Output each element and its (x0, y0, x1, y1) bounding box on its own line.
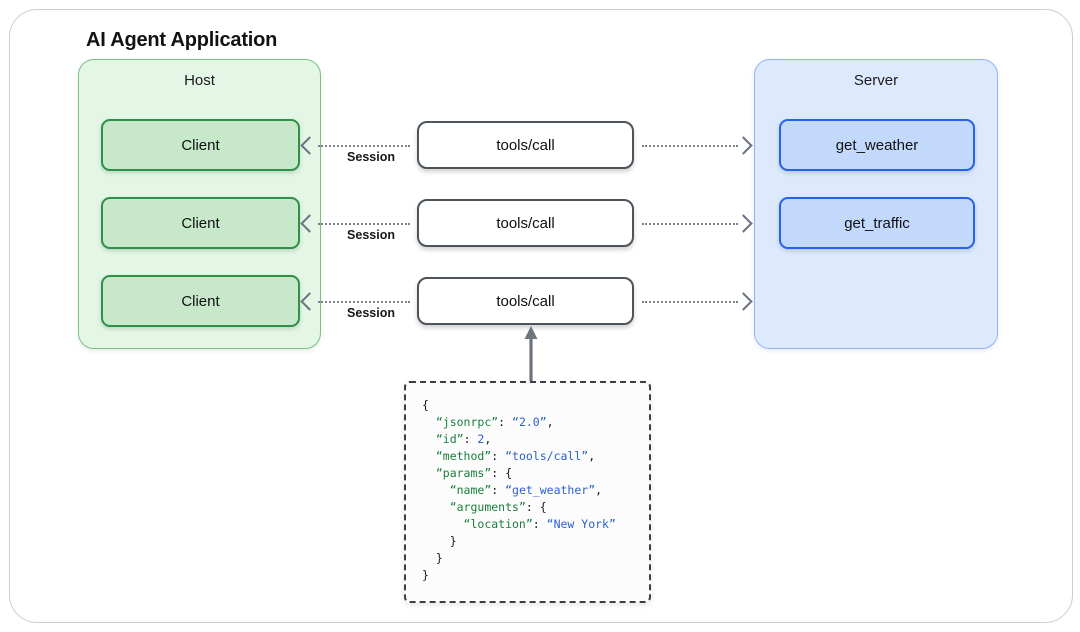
json-line: “method”: “tools/call”, (422, 448, 649, 465)
json-token-punct: : (498, 415, 513, 429)
json-line: } (422, 533, 649, 550)
json-payload-block: { “jsonrpc”: “2.0”, “id”: 2, “method”: “… (404, 381, 651, 603)
session-line-left-3 (318, 301, 410, 303)
server-label: Server (853, 72, 899, 89)
session-line-left-2 (318, 223, 410, 225)
tool-label: get_traffic (844, 214, 910, 232)
json-token-num: 2 (477, 432, 485, 446)
json-token-key: “location” (463, 517, 533, 531)
session-line-right-1 (642, 145, 738, 147)
host-label: Host (184, 72, 215, 89)
json-token-punct: : { (525, 500, 547, 514)
json-token-key: “method” (435, 449, 492, 463)
host-panel: Host Client Client Client (78, 59, 321, 349)
client-label: Client (181, 136, 220, 154)
session-line-right-3 (642, 301, 738, 303)
tool-label: get_weather (835, 136, 919, 154)
json-token-punct: : (532, 517, 547, 531)
tool-box-get-traffic[interactable]: get_traffic (779, 197, 975, 249)
json-line: “jsonrpc”: “2.0”, (422, 414, 649, 431)
json-line: “id”: 2, (422, 431, 649, 448)
json-line: “location”: “New York” (422, 516, 649, 533)
client-label: Client (181, 214, 220, 232)
session-label-3: Session (347, 306, 395, 320)
json-token-punct: : (491, 483, 506, 497)
json-token-punct: } (449, 534, 457, 548)
json-token-punct: } (435, 551, 443, 565)
tools-call-label: tools/call (496, 292, 555, 310)
payload-up-arrow-icon (524, 326, 538, 382)
server-panel: Server get_weather get_traffic (754, 59, 998, 349)
json-token-str: “tools/call” (505, 449, 589, 463)
json-token-punct: , (546, 415, 554, 429)
json-token-punct: : (491, 449, 506, 463)
json-token-str: “2.0” (512, 415, 547, 429)
json-line: “params”: { (422, 465, 649, 482)
json-token-str: “get_weather” (505, 483, 596, 497)
json-token-key: “params” (435, 466, 492, 480)
session-label-2: Session (347, 228, 395, 242)
json-token-key: “name” (449, 483, 492, 497)
json-line: } (422, 567, 649, 584)
session-line-right-2 (642, 223, 738, 225)
json-token-punct: : { (491, 466, 513, 480)
tools-call-label: tools/call (496, 136, 555, 154)
json-token-punct: , (484, 432, 492, 446)
page-title: AI Agent Application (86, 29, 278, 51)
session-line-left-1 (318, 145, 410, 147)
json-token-punct: , (595, 483, 603, 497)
tools-call-box-2[interactable]: tools/call (417, 199, 634, 247)
json-token-punct: , (588, 449, 596, 463)
json-line: } (422, 550, 649, 567)
tools-call-box-1[interactable]: tools/call (417, 121, 634, 169)
client-box-3[interactable]: Client (101, 275, 300, 327)
json-token-key: “jsonrpc” (435, 415, 499, 429)
tools-call-label: tools/call (496, 214, 555, 232)
tools-call-box-3[interactable]: tools/call (417, 277, 634, 325)
json-token-key: “id” (435, 432, 464, 446)
json-token-punct: { (422, 398, 429, 412)
json-token-punct: } (422, 568, 429, 582)
json-token-str: “New York” (546, 517, 616, 531)
tool-box-get-weather[interactable]: get_weather (779, 119, 975, 171)
json-line: { (422, 397, 649, 414)
json-token-punct: : (463, 432, 478, 446)
json-line: “arguments”: { (422, 499, 649, 516)
json-line: “name”: “get_weather”, (422, 482, 649, 499)
json-token-key: “arguments” (449, 500, 526, 514)
client-box-2[interactable]: Client (101, 197, 300, 249)
client-box-1[interactable]: Client (101, 119, 300, 171)
client-label: Client (181, 292, 220, 310)
session-label-1: Session (347, 150, 395, 164)
